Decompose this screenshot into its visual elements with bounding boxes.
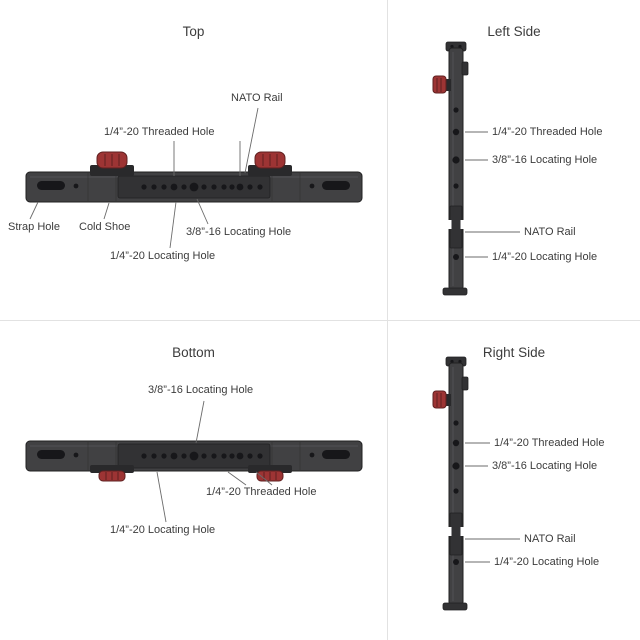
view-title-top: Top <box>182 24 205 39</box>
label-nato-rail: NATO Rail <box>524 226 576 238</box>
nato-rail-section <box>448 205 464 249</box>
label-locating-hole-14: 1/4”-20 Locating Hole <box>492 251 598 263</box>
label-locating-hole-38: 3/8”-16 Locating Hole <box>148 384 254 396</box>
locating-hole-14 <box>453 559 459 565</box>
locking-knob <box>432 75 451 94</box>
side-tab <box>461 376 469 391</box>
side-tab <box>461 61 469 76</box>
right-side-leader-lines <box>465 442 520 563</box>
locating-hole-14 <box>453 254 459 260</box>
left-side-illustration <box>432 41 520 296</box>
top-view-illustration <box>25 107 363 249</box>
horizontal-divider <box>0 320 640 321</box>
rail-foot <box>442 602 468 611</box>
view-top: Top <box>0 0 387 320</box>
bottom-view-illustration <box>25 400 363 523</box>
label-locating-hole-38: 3/8”-16 Locating Hole <box>186 226 292 238</box>
threaded-hole <box>452 128 460 136</box>
right-side-rail <box>432 356 469 611</box>
threaded-hole <box>452 439 460 447</box>
left-side-leader-lines <box>465 131 520 258</box>
view-bottom: Bottom <box>0 321 387 640</box>
top-view-rail <box>25 151 363 203</box>
label-strap-hole: Strap Hole <box>8 221 60 233</box>
right-side-illustration <box>432 356 520 611</box>
view-title-bottom: Bottom <box>172 345 215 360</box>
view-title-right-side: Right Side <box>482 345 546 360</box>
rail-foot <box>442 287 468 296</box>
left-side-rail <box>432 41 469 296</box>
knob-underside-right <box>248 465 292 482</box>
cold-shoe-left <box>90 151 134 176</box>
label-locating-hole-14: 1/4”-20 Locating Hole <box>110 250 216 262</box>
label-locating-hole-38: 3/8”-16 Locating Hole <box>492 460 598 472</box>
nato-rail-section <box>448 512 464 556</box>
label-locating-hole-14: 1/4”-20 Locating Hole <box>494 556 600 568</box>
label-threaded-hole: 1/4”-20 Threaded Hole <box>104 126 215 138</box>
view-right-side: Right Side <box>388 321 640 640</box>
strap-hole-left <box>37 450 79 459</box>
label-nato-rail: NATO Rail <box>524 533 576 545</box>
label-threaded-hole: 1/4”-20 Threaded Hole <box>492 126 603 138</box>
label-locating-hole-14: 1/4”-20 Locating Hole <box>110 524 216 536</box>
view-title-left-side: Left Side <box>487 24 541 39</box>
label-threaded-hole: 1/4”-20 Threaded Hole <box>206 486 317 498</box>
vertical-divider <box>387 0 388 640</box>
locating-hole-38 <box>452 156 460 164</box>
label-nato-rail: NATO Rail <box>231 92 283 104</box>
view-left-side: Left Side <box>388 0 640 320</box>
top-view-leader-lines <box>29 107 259 249</box>
cold-shoe-right <box>248 151 292 176</box>
label-cold-shoe: Cold Shoe <box>79 221 131 233</box>
bottom-view-rail <box>25 440 363 482</box>
bottom-view-leader-lines <box>156 400 273 523</box>
nato-rail-section <box>117 175 271 199</box>
strap-hole-right <box>309 450 350 459</box>
mounting-hole-row <box>117 443 271 469</box>
label-threaded-hole: 1/4”-20 Threaded Hole <box>494 437 605 449</box>
knob-underside-left <box>90 465 134 482</box>
locating-hole-38 <box>452 462 460 470</box>
locking-knob <box>432 390 451 409</box>
strap-hole-right <box>309 181 350 190</box>
label-locating-hole-38: 3/8”-16 Locating Hole <box>492 154 598 166</box>
strap-hole-left <box>37 181 79 190</box>
